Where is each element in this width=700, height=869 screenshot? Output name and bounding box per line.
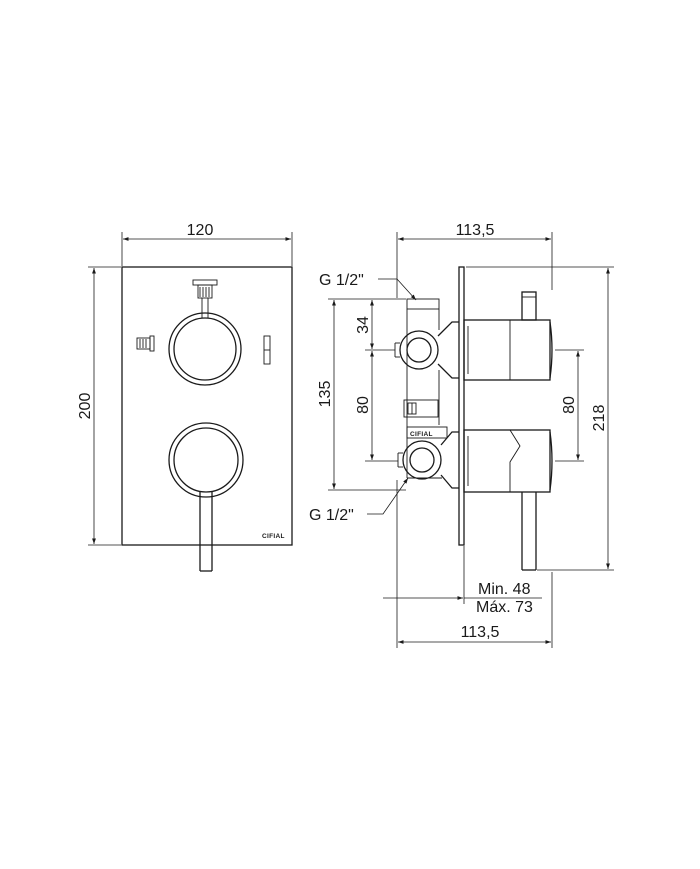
upper-dial [168,312,242,386]
valve-body: CIFIAL [403,298,448,479]
depth-bottom-label: 113,5 [461,624,500,641]
inlet-top-callout: G 1/2" [319,272,417,301]
depth-top-label: 113,5 [456,222,495,239]
inlet-bottom-callout: G 1/2" [309,477,409,524]
side-wall-plate [458,266,465,546]
inlet-spacing-label: 135 [317,381,334,408]
lower-handle [463,429,553,571]
inlet-top-label: G 1/2" [319,272,364,289]
side-view: CIFIAL [309,222,614,648]
front-plate [121,266,293,546]
min-max-depth-dimension: Min. 48 Máx. 73 [383,546,542,616]
front-width-dimension: 120 [121,222,293,266]
overall-height-dimension: 218 [466,266,614,571]
lower-inlet [397,431,459,489]
inlet-bottom-label: G 1/2" [309,507,354,524]
left-stud [136,335,155,352]
max-depth-label: Máx. 73 [476,599,533,616]
right-spacing-label: 80 [561,396,578,414]
upper-offset-label: 34 [355,316,372,334]
front-width-label: 120 [187,222,214,239]
depth-bottom-dimension: 113,5 [396,480,553,648]
min-depth-label: Min. 48 [478,581,531,598]
inlet-spacing-dimension: 135 [317,298,406,491]
left-spacing-label: 80 [355,396,372,414]
front-view: 120 200 [77,222,293,572]
diverter-knob [192,279,218,318]
front-height-label: 200 [77,393,94,420]
upper-handle [463,291,553,381]
right-spacing-dimension: 80 [555,349,584,462]
body-brand-logo: CIFIAL [410,431,433,438]
upper-offset-dimension: 34 [355,300,395,351]
upper-inlet [394,321,459,379]
left-spacing-dimension: 80 [355,351,398,462]
depth-top-dimension: 113,5 [396,222,553,298]
front-brand-logo: CIFIAL [262,533,285,540]
lower-dial [168,422,244,572]
right-stud [263,335,271,365]
front-height-dimension: 200 [77,266,121,546]
overall-height-label: 218 [591,405,608,432]
